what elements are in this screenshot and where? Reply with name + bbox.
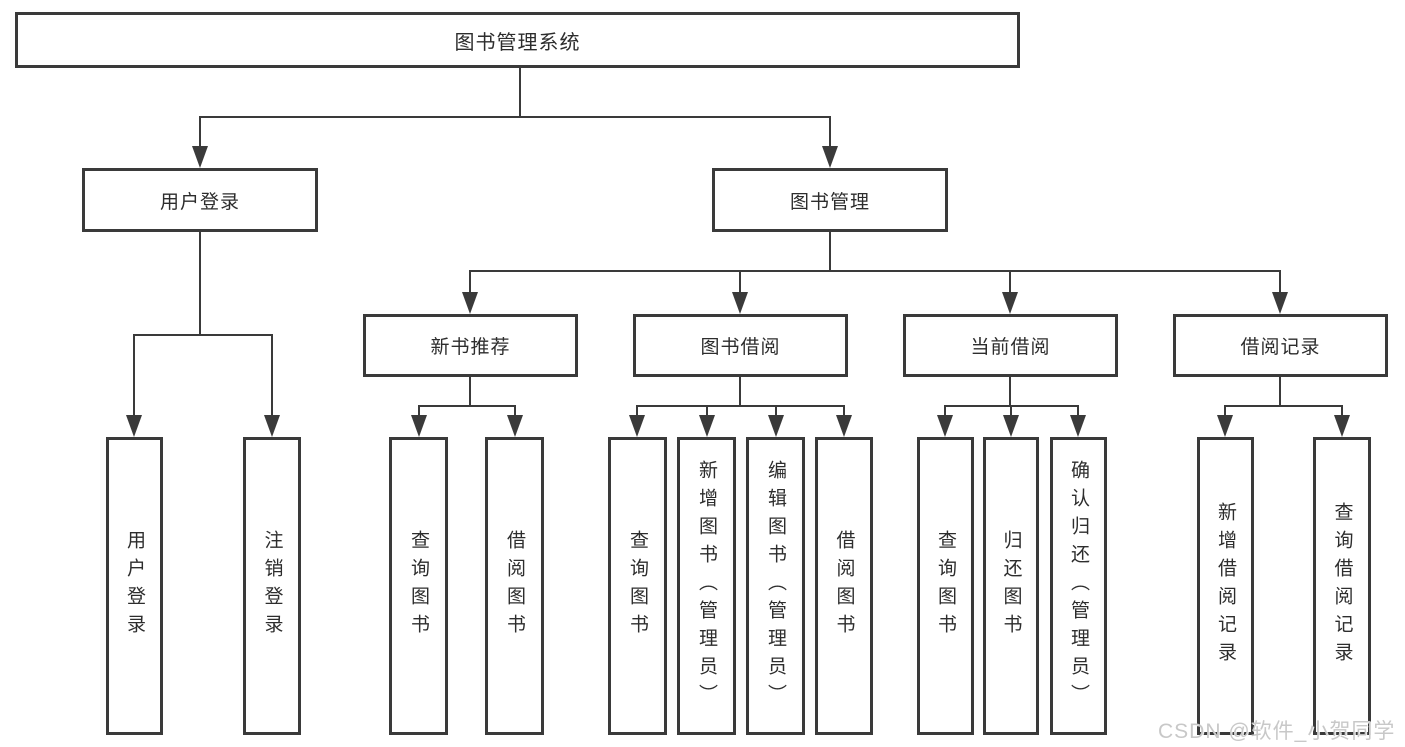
leaf-borrow-books-recommend: 借阅图书 [485, 437, 544, 735]
leaf-confirm-return-admin: 确认归还（管理员） [1050, 437, 1107, 735]
connector-root-drop [519, 68, 521, 118]
connector-current-stem-3 [1077, 405, 1079, 418]
leaf-add-books-admin: 新增图书（管理员） [677, 437, 736, 735]
connector-root-stem-left [199, 116, 201, 148]
arrow-to-borrow-books-recommend [507, 415, 523, 437]
connector-recommend-stem-2 [514, 405, 516, 418]
node-current-borrowing: 当前借阅 [903, 314, 1118, 377]
arrow-to-borrow-books-borrowing [836, 415, 852, 437]
leaf-return-books-label: 归还图书 [1000, 530, 1022, 642]
leaf-query-borrow-record: 查询借阅记录 [1313, 437, 1371, 735]
node-borrowing-records-label: 借阅记录 [1240, 337, 1321, 358]
node-root-label: 图书管理系统 [454, 31, 581, 54]
connector-records-horizontal [1224, 405, 1343, 407]
leaf-query-borrow-record-label: 查询借阅记录 [1331, 502, 1353, 670]
node-new-book-recommend-label: 新书推荐 [430, 337, 511, 358]
connector-current-drop [1009, 377, 1011, 407]
arrow-to-query-borrow-record [1334, 415, 1350, 437]
leaf-add-borrow-record-label: 新增借阅记录 [1215, 502, 1236, 670]
leaf-query-books-borrowing-label: 查询图书 [627, 530, 648, 642]
connector-book-mgmt-stem-2 [739, 270, 741, 293]
leaf-query-books-current: 查询图书 [917, 437, 974, 735]
arrow-to-add-books-admin [699, 415, 715, 437]
connector-borrowing-horizontal [636, 405, 845, 407]
connector-user-login-stem-left [133, 334, 135, 416]
arrow-to-edit-books-admin [768, 415, 784, 437]
leaf-user-login: 用户登录 [106, 437, 163, 735]
leaf-borrow-books-borrowing: 借阅图书 [815, 437, 873, 735]
leaf-borrow-books-recommend-label: 借阅图书 [504, 530, 525, 642]
node-book-borrowing-label: 图书借阅 [700, 337, 781, 358]
leaf-query-books-current-label: 查询图书 [935, 530, 956, 642]
connector-book-mgmt-horizontal [469, 270, 1281, 272]
connector-records-stem-1 [1224, 405, 1226, 418]
arrow-to-query-books-current [937, 415, 953, 437]
leaf-query-books-recommend: 查询图书 [389, 437, 448, 735]
connector-borrowing-drop [739, 377, 741, 407]
node-book-borrowing: 图书借阅 [633, 314, 848, 377]
leaf-user-login-label: 用户登录 [124, 530, 145, 642]
leaf-confirm-return-admin-label: 确认归还（管理员） [1068, 460, 1089, 712]
arrow-to-query-books-borrowing [629, 415, 645, 437]
connector-book-mgmt-stem-1 [469, 270, 471, 293]
leaf-add-borrow-record: 新增借阅记录 [1197, 437, 1254, 735]
watermark: CSDN @软件_小贺同学 [1158, 720, 1396, 743]
connector-records-drop [1279, 377, 1281, 407]
leaf-query-books-borrowing: 查询图书 [608, 437, 667, 735]
connector-recommend-horizontal [418, 405, 516, 407]
node-borrowing-records: 借阅记录 [1173, 314, 1388, 377]
leaf-edit-books-admin-label: 编辑图书（管理员） [765, 460, 786, 712]
leaf-logout-login: 注销登录 [243, 437, 301, 735]
connector-book-mgmt-stem-3 [1009, 270, 1011, 293]
leaf-query-books-recommend-label: 查询图书 [408, 530, 429, 642]
connector-records-stem-2 [1341, 405, 1343, 418]
leaf-logout-login-label: 注销登录 [261, 530, 283, 642]
arrow-to-current-borrowing [1002, 292, 1018, 314]
arrow-to-user-login [192, 146, 208, 168]
connector-recommend-drop [469, 377, 471, 407]
connector-user-login-horizontal [133, 334, 273, 336]
arrow-to-return-books [1003, 415, 1019, 437]
leaf-return-books: 归还图书 [983, 437, 1039, 735]
connector-borrowing-stem-4 [843, 405, 845, 418]
arrow-to-borrowing-records [1272, 292, 1288, 314]
connector-borrowing-stem-1 [636, 405, 638, 418]
node-book-management: 图书管理 [712, 168, 948, 232]
connector-recommend-stem-1 [418, 405, 420, 418]
node-user-login-label: 用户登录 [159, 191, 240, 213]
connector-borrowing-stem-3 [775, 405, 777, 418]
arrow-to-add-borrow-record [1217, 415, 1233, 437]
connector-user-login-drop [199, 232, 201, 336]
arrow-to-leaf-logout [264, 415, 280, 437]
leaf-add-books-admin-label: 新增图书（管理员） [696, 460, 717, 712]
node-new-book-recommend: 新书推荐 [363, 314, 578, 377]
connector-user-login-stem-right [271, 334, 273, 416]
leaf-borrow-books-borrowing-label: 借阅图书 [833, 530, 855, 642]
arrow-to-book-management [822, 146, 838, 168]
node-user-login: 用户登录 [82, 168, 318, 232]
arrow-to-query-books-recommend [411, 415, 427, 437]
connector-borrowing-stem-2 [706, 405, 708, 418]
connector-current-stem-1 [944, 405, 946, 418]
arrow-to-leaf-user-login [126, 415, 142, 437]
arrow-to-new-book-recommend [462, 292, 478, 314]
connector-book-mgmt-stem-4 [1279, 270, 1281, 293]
node-book-management-label: 图书管理 [789, 191, 870, 213]
connector-current-stem-2 [1010, 405, 1012, 418]
leaf-edit-books-admin: 编辑图书（管理员） [746, 437, 805, 735]
arrow-to-book-borrowing [732, 292, 748, 314]
arrow-to-confirm-return-admin [1070, 415, 1086, 437]
connector-root-stem-right [829, 116, 831, 148]
node-root: 图书管理系统 [15, 12, 1020, 68]
connector-root-horizontal [199, 116, 831, 118]
connector-book-mgmt-drop [829, 232, 831, 272]
node-current-borrowing-label: 当前借阅 [970, 337, 1051, 358]
